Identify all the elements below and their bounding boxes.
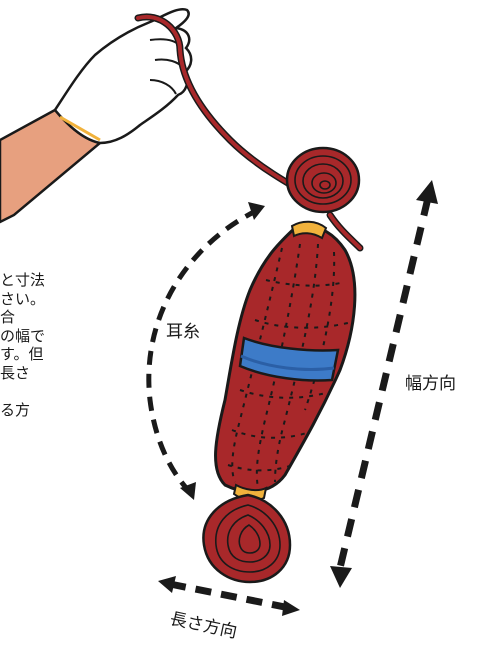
width-direction-label: 幅方向 <box>405 374 456 394</box>
body-text-line: 合 <box>0 308 16 326</box>
arrowhead-icon <box>416 180 438 204</box>
arrowhead-icon <box>330 566 352 588</box>
arrowhead-icon <box>248 202 265 220</box>
netted-bundle-icon <box>214 220 357 502</box>
body-text-line: る方 <box>0 400 31 419</box>
gloved-hand-icon <box>53 7 193 145</box>
bottom-coil-icon <box>202 493 292 584</box>
ear-thread-label: 耳糸 <box>166 322 200 342</box>
arrowhead-icon <box>158 576 176 593</box>
body-text-line: の幅で <box>0 326 46 345</box>
ear-thread-arrow <box>146 202 265 500</box>
top-coil-icon <box>285 146 361 214</box>
body-text-line: 長さ <box>0 363 31 382</box>
body-text-line: す。但 <box>0 345 44 363</box>
body-text-line: さい。 <box>0 289 46 308</box>
arrowhead-icon <box>180 482 196 500</box>
ear-thread-cord <box>134 13 364 252</box>
width-direction-arrow <box>330 180 438 588</box>
body-text: と寸法 さい。 合 の幅で す。但 長さ る方 <box>0 271 45 419</box>
length-direction-arrow <box>158 576 300 616</box>
body-text-line: と寸法 <box>0 271 46 289</box>
arrowhead-icon <box>282 600 300 616</box>
body-text-line <box>0 382 45 401</box>
